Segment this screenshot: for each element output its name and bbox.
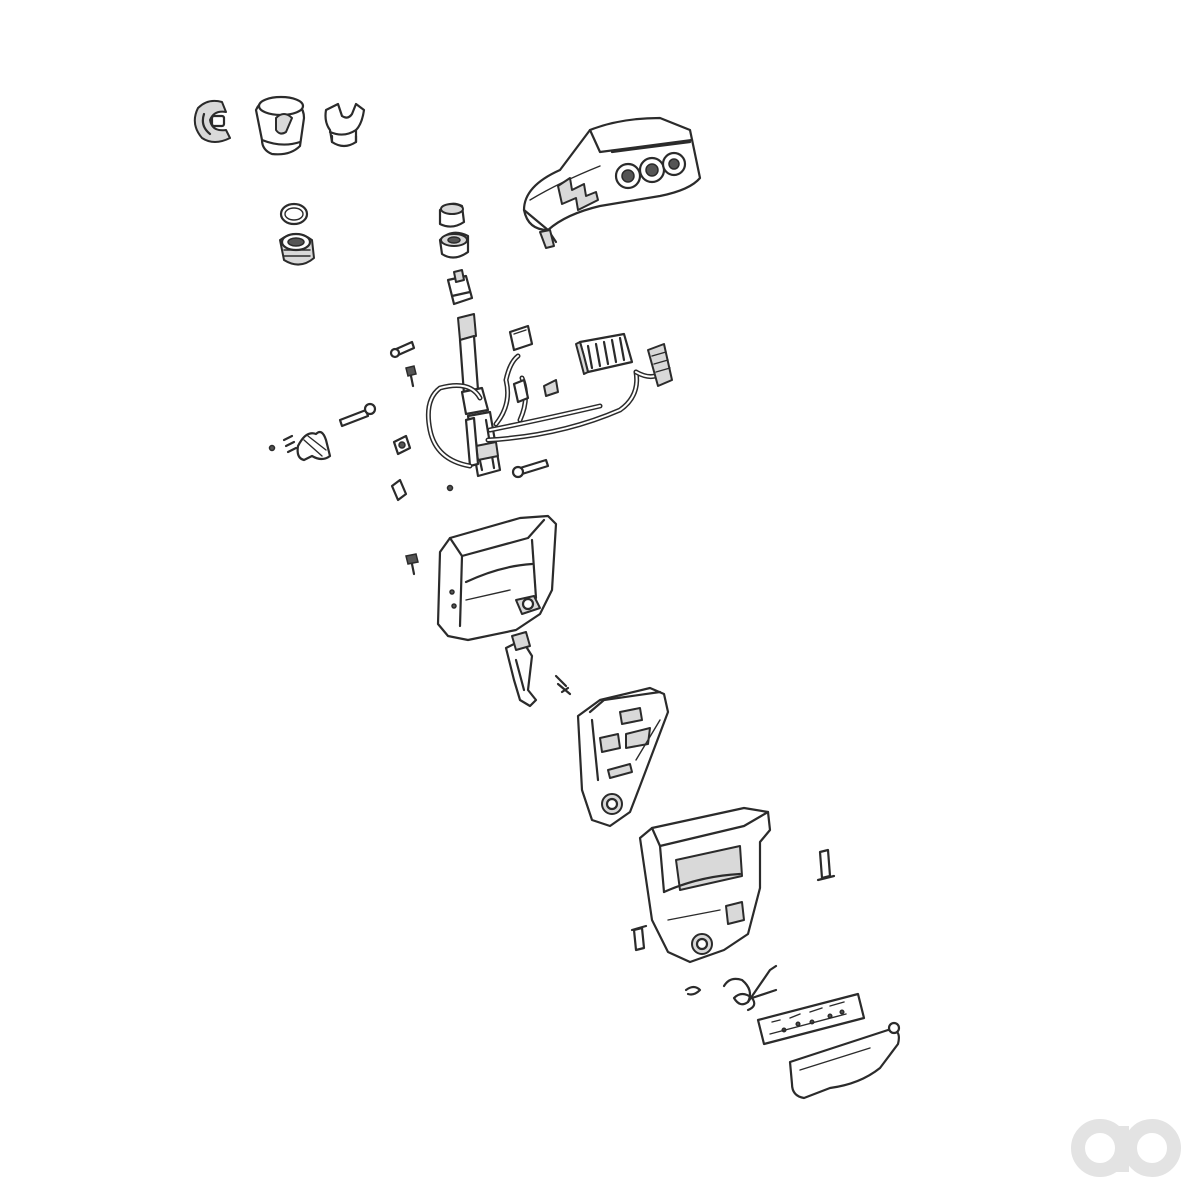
board-icon bbox=[756, 992, 866, 1046]
adapter-icon bbox=[324, 102, 366, 148]
collar-icon bbox=[438, 231, 470, 259]
brand-logo-icon bbox=[1071, 1119, 1181, 1177]
bushing-icon bbox=[279, 232, 315, 266]
spring-icon bbox=[684, 964, 778, 1012]
connector-icon bbox=[425, 324, 673, 469]
nut-icon bbox=[438, 202, 466, 228]
panel-icon bbox=[522, 116, 702, 249]
knob-icon bbox=[254, 95, 306, 156]
ring-icon bbox=[279, 202, 309, 226]
housing-icon bbox=[405, 514, 558, 642]
bolt-icon bbox=[268, 340, 550, 502]
bracket-icon bbox=[630, 806, 836, 964]
cover-icon bbox=[788, 1021, 901, 1100]
button-icon bbox=[446, 269, 474, 306]
plate-icon bbox=[576, 686, 670, 828]
clip-icon bbox=[193, 99, 231, 143]
detent-icon bbox=[504, 631, 572, 708]
